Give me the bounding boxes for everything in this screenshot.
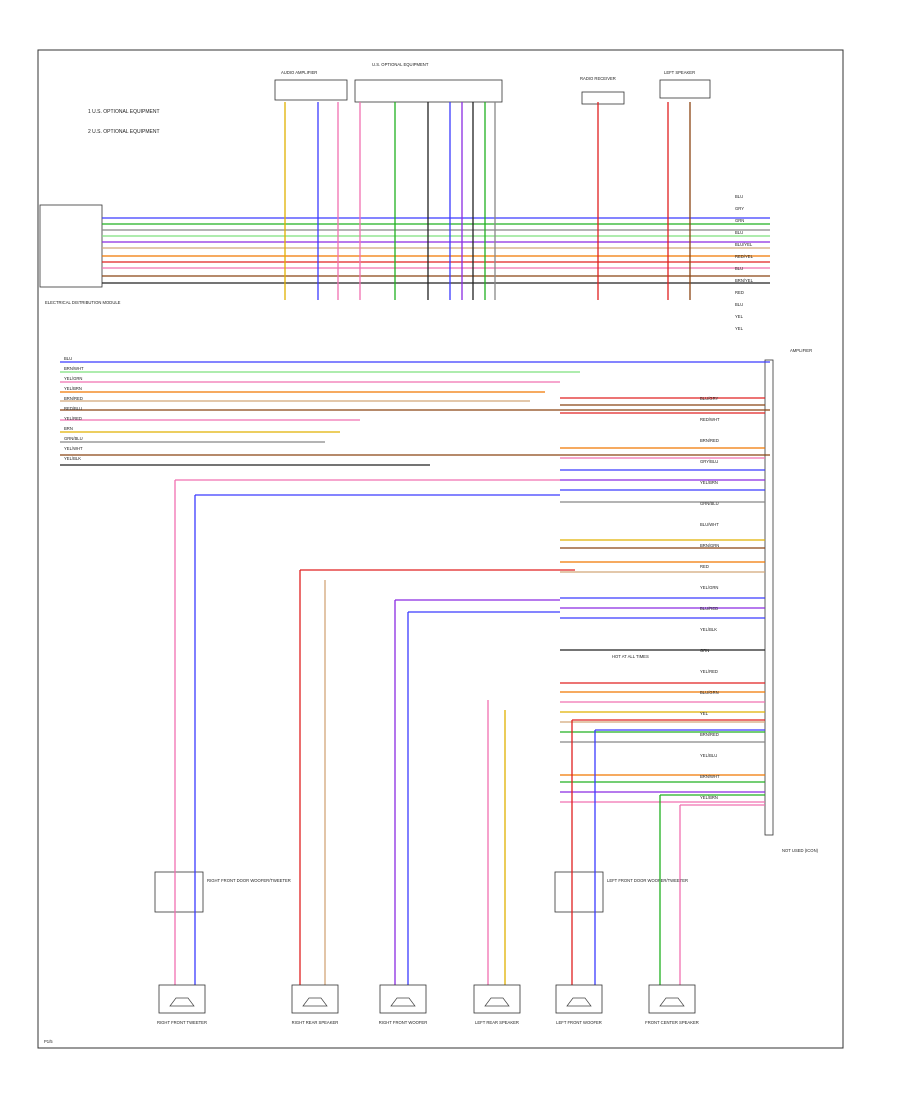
amp-pin-label-16: BRN/RED	[700, 732, 719, 737]
amp-pin-label-14: BLU/GRN	[700, 690, 719, 695]
amp-pin-label-18: BRN/WHT	[700, 774, 720, 779]
wires	[60, 102, 770, 985]
component-fuse-box	[39, 204, 103, 288]
right-wire-label-1: GRY	[735, 206, 744, 211]
speaker-1: RIGHT REAR SPEAKER	[291, 984, 339, 1025]
speaker-2: RIGHT FRONT WOOFER	[379, 984, 427, 1025]
speaker-4: LEFT FRONT WOOFER	[555, 984, 603, 1025]
right-wire-label-8: RED	[735, 290, 744, 295]
amp-pin-label-5: GRN/BLU	[700, 501, 719, 506]
speaker-label-2: RIGHT FRONT WOOFER	[379, 1020, 427, 1025]
right-wire-label-10: YEL	[735, 314, 744, 319]
right-wire-label-3: BLU	[735, 230, 743, 235]
component-amplifier	[764, 359, 774, 836]
amp-pin-label-3: GRY/BLU	[700, 459, 718, 464]
speaker-cone-icon-1	[302, 997, 328, 1007]
speaker-cone-icon-4	[566, 997, 592, 1007]
right-wire-label-4: BLU/YEL	[735, 242, 753, 247]
left-wire-labels: BLU BRN/WHT YEL/GRN YEL/BRN BRN/RED RED/BLU YE…	[64, 356, 84, 461]
left-wire-label-3: YEL/BRN	[64, 386, 82, 391]
amp-pin-labels: BLU/GRY RED/WHT BRN/RED GRY/BLU YEL/BRN GRN/B…	[700, 396, 720, 800]
speaker-body-2	[379, 984, 427, 1014]
left-wire-label-6: YEL/RED	[64, 416, 82, 421]
right-front-tweeter-amp-label: RIGHT FRONT DOOR WOOFER/TWEETER	[207, 878, 291, 883]
amp-pin-label-11: YEL/BLK	[700, 627, 717, 632]
speaker-label-1: RIGHT REAR SPEAKER	[292, 1020, 339, 1025]
amp-pin-label-7: BRN/GRN	[700, 543, 719, 548]
speaker-3: LEFT REAR SPEAKER	[473, 984, 521, 1025]
left-speaker-unit-label: LEFT SPEAKER	[664, 70, 695, 75]
right-wire-label-7: BRN/YEL	[735, 278, 754, 283]
speaker-cone-icon-0	[169, 997, 195, 1007]
left-front-tweeter-amp-label: LEFT FRONT DOOR WOOFER/TWEETER	[607, 878, 688, 883]
hot-at-all-times-label: HOT AT ALL TIMES	[612, 654, 649, 659]
amp-pin-label-0: BLU/GRY	[700, 396, 719, 401]
amplifier-label: AMPLIFIER	[790, 348, 812, 353]
rear-module-label: AUDIO AMPLIFIER	[281, 70, 317, 75]
speaker-label-5: FRONT CENTER SPEAKER	[645, 1020, 699, 1025]
component-left-speaker-unit	[659, 79, 711, 99]
speaker-5: FRONT CENTER SPEAKER	[645, 984, 699, 1025]
speaker-label-3: LEFT REAR SPEAKER	[475, 1020, 519, 1025]
amp-pin-label-8: RED	[700, 564, 709, 569]
fuse-box-label: ELECTRICAL DISTRIBUTION MODULE	[45, 300, 121, 305]
left-wire-label-4: BRN/RED	[64, 396, 83, 401]
amp-pin-label-10: BLU/RED	[700, 606, 718, 611]
speaker-cone-icon-5	[659, 997, 685, 1007]
right-wire-label-9: BLU	[735, 302, 743, 307]
diagram-frame	[37, 49, 844, 1049]
speaker-body-1	[291, 984, 339, 1014]
speaker-0: RIGHT FRONT TWEETER	[157, 984, 207, 1025]
component-left-front-tweeter-amp	[554, 871, 604, 913]
page-ref: P1/5	[44, 1039, 53, 1044]
amp-pin-label-19: YEL/BRN	[700, 795, 718, 800]
left-wire-label-2: YEL/GRN	[64, 376, 82, 381]
right-wire-label-0: BLU	[735, 194, 743, 199]
speaker-body-0	[158, 984, 206, 1014]
left-wire-label-9: YEL/WHT	[64, 446, 83, 451]
component-rear-module	[274, 79, 348, 101]
note-1: 1 U.S. OPTIONAL EQUIPMENT	[88, 109, 160, 115]
amp-pin-label-4: YEL/BRN	[700, 480, 718, 485]
component-center-unit	[354, 79, 503, 103]
speaker-label-4: LEFT FRONT WOOFER	[556, 1020, 602, 1025]
speakers: RIGHT FRONT TWEETER RIGHT REAR SPEAKER RIG…	[157, 984, 699, 1025]
tuner-label: RADIO RECEIVER	[580, 76, 616, 81]
amp-pin-label-15: YEL	[700, 711, 709, 716]
speaker-body-3	[473, 984, 521, 1014]
right-wire-label-2: GRN	[735, 218, 744, 223]
left-wire-label-1: BRN/WHT	[64, 366, 84, 371]
left-wire-label-7: BRN	[64, 426, 73, 431]
left-wire-label-8: GRN/BLU	[64, 436, 83, 441]
left-wire-label-5: RED/BLU	[64, 406, 82, 411]
right-side-labels: BLU GRY GRN BLU BLU/YEL RED/YEL BLU BRN/YEL RED B…	[735, 194, 754, 331]
right-wire-label-11: YEL	[735, 326, 744, 331]
amp-pin-label-1: RED/WHT	[700, 417, 720, 422]
amp-pin-label-2: BRN/RED	[700, 438, 719, 443]
left-wire-label-0: BLU	[64, 356, 72, 361]
speaker-cone-icon-3	[484, 997, 510, 1007]
speaker-body-4	[555, 984, 603, 1014]
component-right-front-tweeter-amp	[154, 871, 204, 913]
speaker-cone-icon-2	[390, 997, 416, 1007]
speaker-body-5	[648, 984, 696, 1014]
speaker-label-0: RIGHT FRONT TWEETER	[157, 1020, 207, 1025]
amp-pin-label-6: BLU/WHT	[700, 522, 719, 527]
right-wire-label-5: RED/YEL	[735, 254, 754, 259]
amp-pin-label-17: YEL/BLU	[700, 753, 717, 758]
amp-pin-label-9: YEL/GRN	[700, 585, 718, 590]
amp-pin-label-12: GRN	[700, 648, 709, 653]
center-unit-label: U.S. OPTIONAL EQUIPMENT	[372, 62, 429, 67]
left-wire-label-10: YEL/BLK	[64, 456, 81, 461]
amplifier-bottom-label: NOT USED (ICON)	[782, 848, 819, 853]
component-tuner	[581, 91, 625, 105]
right-wire-label-6: BLU	[735, 266, 743, 271]
note-2: 2 U.S. OPTIONAL EQUIPMENT	[88, 129, 160, 135]
amp-pin-label-13: YEL/RED	[700, 669, 718, 674]
